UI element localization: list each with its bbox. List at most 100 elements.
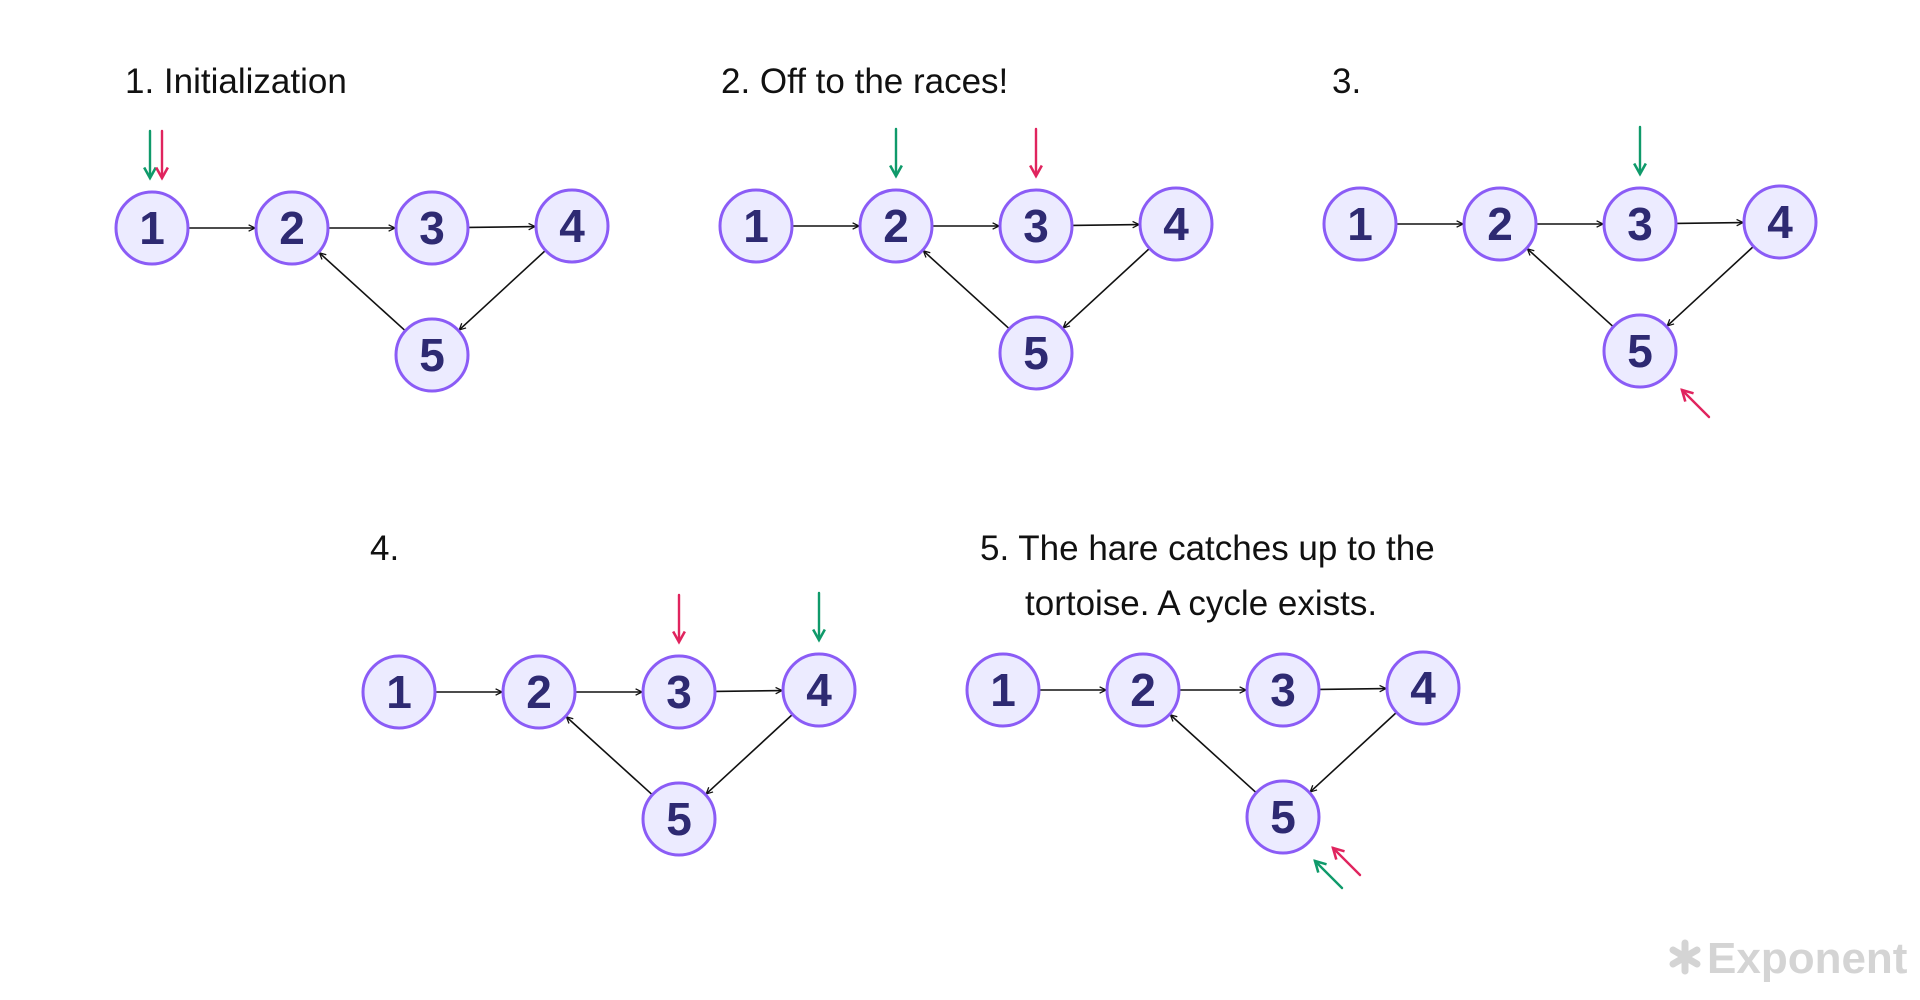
node-circle — [965, 652, 1041, 728]
node-4: 4 — [1385, 650, 1461, 726]
panel-caption: 4. — [370, 529, 399, 568]
node-3: 3 — [394, 190, 470, 266]
edge-5-to-2 — [1170, 715, 1257, 794]
edge-3-to-4 — [714, 691, 782, 692]
node-label: 2 — [883, 200, 909, 252]
node-3: 3 — [998, 188, 1074, 264]
node-circle — [1385, 650, 1461, 726]
node-label: 1 — [990, 664, 1016, 716]
node-5: 5 — [394, 317, 470, 393]
node-circle — [1602, 186, 1678, 262]
node-circle — [1462, 186, 1538, 262]
exponent-logo: Exponent — [1669, 934, 1908, 983]
node-label: 5 — [1270, 791, 1296, 843]
node-label: 2 — [279, 202, 305, 254]
node-label: 4 — [1767, 196, 1793, 248]
node-circle — [1322, 186, 1398, 262]
tortoise-pointer-arrow — [1315, 861, 1344, 890]
node-circle — [501, 654, 577, 730]
node-circle — [361, 654, 437, 730]
node-circle — [641, 654, 717, 730]
node-label: 4 — [1163, 198, 1189, 250]
node-circle — [1742, 184, 1818, 260]
panel-2: 2. Off to the races! 1 2 3 4 5 — [718, 62, 1214, 391]
node-label: 3 — [666, 666, 692, 718]
panel-caption: 1. Initialization — [125, 62, 347, 101]
node-circle — [254, 190, 330, 266]
node-label: 5 — [1627, 325, 1653, 377]
panel-caption: 5. The hare catches up to the — [980, 529, 1435, 568]
node-circle — [1602, 313, 1678, 389]
node-circle — [1245, 779, 1321, 855]
node-1: 1 — [1322, 186, 1398, 262]
node-label: 2 — [1130, 664, 1156, 716]
node-circle — [641, 781, 717, 857]
hare-pointer-arrow — [1333, 848, 1362, 877]
node-label: 1 — [1347, 198, 1373, 250]
edge-5-to-2 — [923, 251, 1010, 330]
node-circle — [394, 190, 470, 266]
node-2: 2 — [858, 188, 934, 264]
node-label: 1 — [139, 202, 165, 254]
node-label: 1 — [743, 200, 769, 252]
node-5: 5 — [998, 315, 1074, 391]
node-circle — [1105, 652, 1181, 728]
edge-5-to-2 — [1527, 249, 1614, 328]
node-circle — [1138, 186, 1214, 262]
node-4: 4 — [781, 652, 857, 728]
panel-5: 5. The hare catches up to the tortoise. … — [965, 529, 1461, 890]
node-1: 1 — [965, 652, 1041, 728]
panel-1: 1. Initialization 1 2 3 4 5 — [114, 62, 610, 393]
edge-5-to-2 — [319, 253, 406, 332]
node-1: 1 — [114, 190, 190, 266]
node-5: 5 — [1602, 313, 1678, 389]
node-label: 3 — [419, 202, 445, 254]
panel-caption: 2. Off to the races! — [721, 62, 1008, 101]
node-circle — [114, 190, 190, 266]
node-circle — [858, 188, 934, 264]
node-label: 5 — [666, 793, 692, 845]
node-label: 5 — [419, 329, 445, 381]
node-label: 4 — [1410, 662, 1436, 714]
node-label: 3 — [1627, 198, 1653, 250]
node-label: 2 — [1487, 198, 1513, 250]
edge-4-to-5 — [1667, 245, 1755, 326]
node-2: 2 — [501, 654, 577, 730]
node-label: 4 — [559, 200, 585, 252]
edge-3-to-4 — [467, 227, 535, 228]
edge-3-to-4 — [1071, 225, 1139, 226]
asterisk-icon — [1669, 939, 1701, 975]
panel-caption-line-2: tortoise. A cycle exists. — [1025, 584, 1377, 623]
panel-4: 4. 1 2 3 4 5 — [361, 529, 857, 857]
node-5: 5 — [1245, 779, 1321, 855]
node-circle — [998, 188, 1074, 264]
node-2: 2 — [1105, 652, 1181, 728]
node-2: 2 — [1462, 186, 1538, 262]
node-circle — [718, 188, 794, 264]
node-circle — [394, 317, 470, 393]
node-4: 4 — [1742, 184, 1818, 260]
node-circle — [998, 315, 1074, 391]
node-label: 4 — [806, 664, 832, 716]
node-4: 4 — [534, 188, 610, 264]
hare-pointer-arrow — [1682, 390, 1711, 419]
node-3: 3 — [1245, 652, 1321, 728]
node-label: 3 — [1270, 664, 1296, 716]
logo-wordmark: Exponent — [1707, 934, 1908, 983]
edge-3-to-4 — [1675, 223, 1743, 224]
node-3: 3 — [1602, 186, 1678, 262]
node-label: 5 — [1023, 327, 1049, 379]
node-2: 2 — [254, 190, 330, 266]
edge-4-to-5 — [1310, 711, 1398, 792]
node-circle — [781, 652, 857, 728]
node-5: 5 — [641, 781, 717, 857]
node-circle — [1245, 652, 1321, 728]
node-label: 2 — [526, 666, 552, 718]
node-4: 4 — [1138, 186, 1214, 262]
node-label: 1 — [386, 666, 412, 718]
node-3: 3 — [641, 654, 717, 730]
edge-4-to-5 — [1063, 247, 1151, 328]
node-label: 3 — [1023, 200, 1049, 252]
